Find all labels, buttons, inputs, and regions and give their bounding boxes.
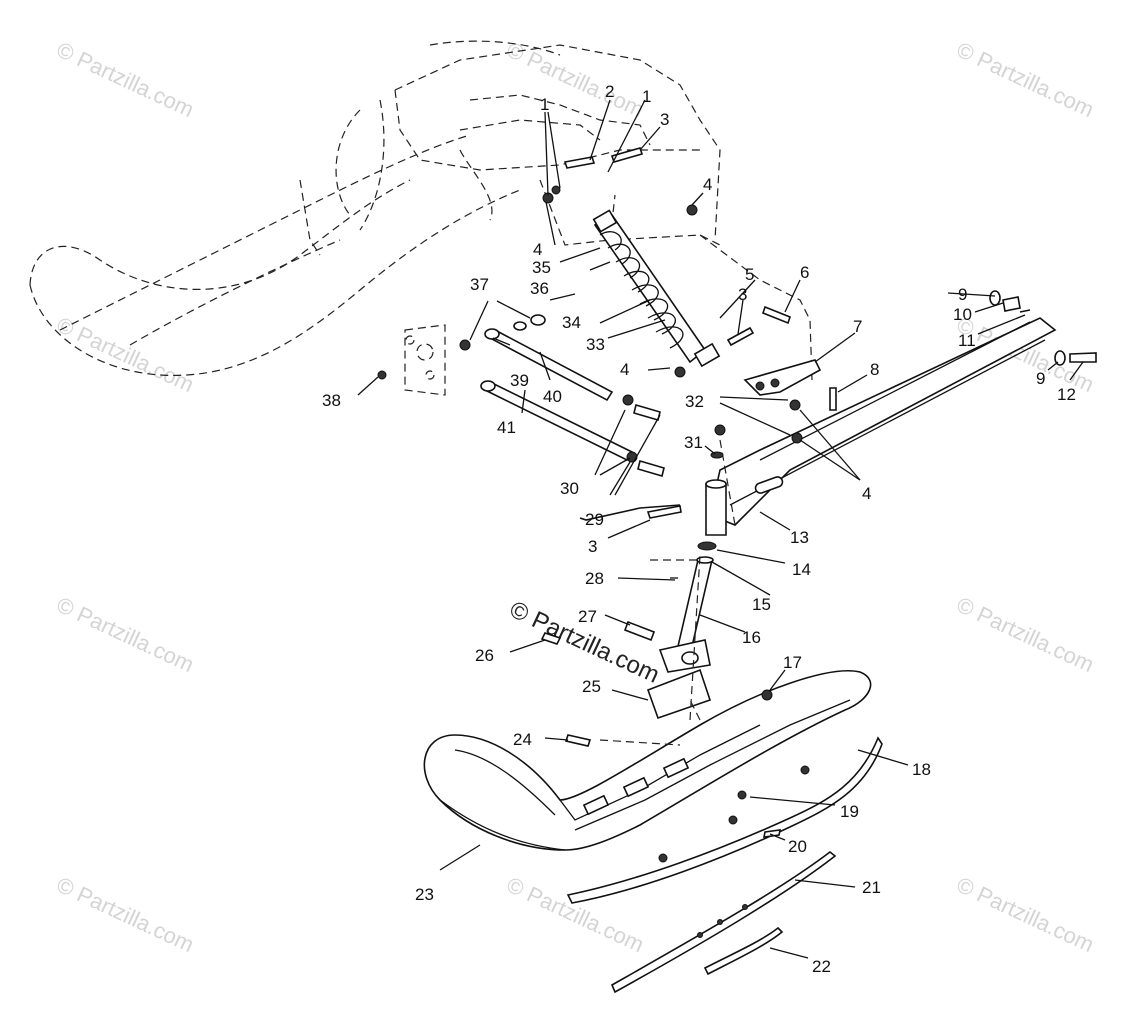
callout-21: 21 xyxy=(862,878,881,897)
watermark-top-left: © Partzilla.com xyxy=(53,37,198,122)
callout-7: 7 xyxy=(853,317,862,336)
callout-3: 3 xyxy=(660,110,669,129)
callout-28: 28 xyxy=(585,569,604,588)
watermark-bottom-left: © Partzilla.com xyxy=(53,872,198,957)
callout-22: 22 xyxy=(812,957,831,976)
callout-13: 13 xyxy=(790,528,809,547)
tie-rods xyxy=(377,314,665,478)
callout-41: 41 xyxy=(497,418,516,437)
watermark-mid-left: © Partzilla.com xyxy=(53,312,198,397)
callout-4: 4 xyxy=(703,175,712,194)
callout-33: 33 xyxy=(586,335,605,354)
callout-1: 1 xyxy=(540,95,549,114)
callout-29: 29 xyxy=(585,510,604,529)
callout-16: 16 xyxy=(742,628,761,647)
callout-35: 35 xyxy=(532,258,551,277)
upper-hardware xyxy=(542,147,791,378)
spindle-assembly xyxy=(540,451,727,720)
callout-5: 5 xyxy=(745,265,754,284)
leader-lines xyxy=(357,99,1084,959)
callout-30: 30 xyxy=(560,479,579,498)
callout-32: 32 xyxy=(685,392,704,411)
callout-18: 18 xyxy=(912,760,931,779)
callout-1: 1 xyxy=(642,87,651,106)
callout-2: 2 xyxy=(605,82,614,101)
callout-36: 36 xyxy=(530,279,549,298)
watermark-low-left: © Partzilla.com xyxy=(53,592,198,677)
watermark-bottom-right: © Partzilla.com xyxy=(953,872,1098,957)
shock-absorber xyxy=(592,209,721,368)
callout-38: 38 xyxy=(322,391,341,410)
callout-9: 9 xyxy=(1036,369,1045,388)
wear-bar xyxy=(610,850,837,994)
watermark-top-center: © Partzilla.com xyxy=(503,37,648,122)
watermark-low-right: © Partzilla.com xyxy=(953,592,1098,677)
callout-24: 24 xyxy=(513,730,532,749)
callout-34: 34 xyxy=(562,313,581,332)
callout-31: 31 xyxy=(684,433,703,452)
callout-23: 23 xyxy=(415,885,434,904)
trailing-arm xyxy=(709,290,1097,526)
callout-labels: 1 2 1 3 4 4 35 5 6 3 37 36 34 33 4 7 8 3… xyxy=(322,82,1076,976)
callout-19: 19 xyxy=(840,802,859,821)
callout-40: 40 xyxy=(543,387,562,406)
callout-25: 25 xyxy=(582,677,601,696)
callout-6: 6 xyxy=(800,263,809,282)
callout-14: 14 xyxy=(792,560,811,579)
callout-39: 39 xyxy=(510,371,529,390)
callout-37: 37 xyxy=(470,275,489,294)
callout-27: 27 xyxy=(578,607,597,626)
callout-11: 11 xyxy=(958,331,976,350)
callout-20: 20 xyxy=(788,837,807,856)
callout-4: 4 xyxy=(620,360,629,379)
callout-9: 9 xyxy=(958,285,967,304)
callout-10: 10 xyxy=(953,305,972,324)
callout-26: 26 xyxy=(475,646,494,665)
callout-4: 4 xyxy=(533,240,542,259)
callout-17: 17 xyxy=(783,653,802,672)
watermark-top-right: © Partzilla.com xyxy=(953,37,1098,122)
ski xyxy=(423,670,883,904)
callout-3: 3 xyxy=(588,537,597,556)
callout-4: 4 xyxy=(862,484,871,503)
callout-3: 3 xyxy=(738,285,747,304)
bracket xyxy=(714,359,837,444)
callout-12: 12 xyxy=(1057,385,1076,404)
callout-8: 8 xyxy=(870,360,879,379)
callout-15: 15 xyxy=(752,595,771,614)
